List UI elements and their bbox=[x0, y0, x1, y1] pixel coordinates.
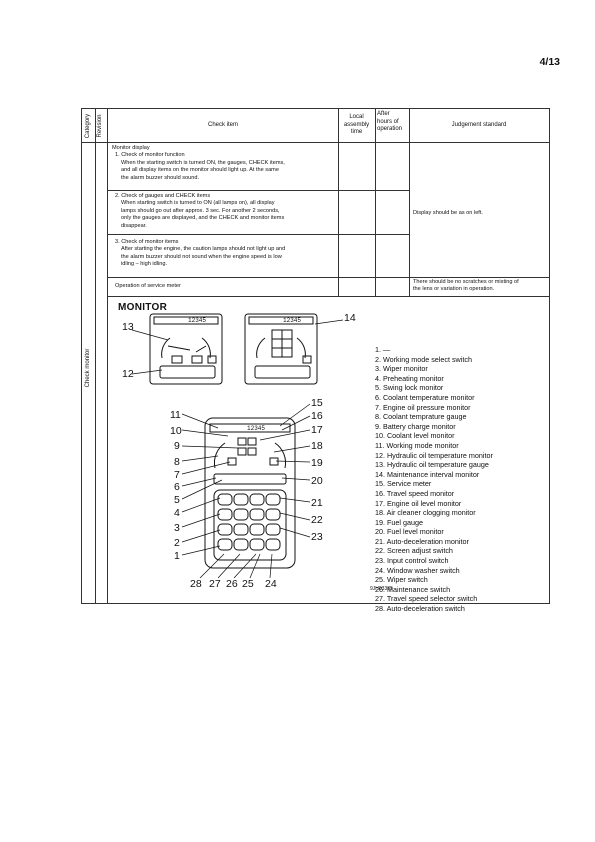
header-bottom-line bbox=[82, 142, 549, 143]
legend-item: 21. Auto-deceleration monitor bbox=[375, 536, 469, 546]
figure-code: 9JH03385 bbox=[370, 586, 393, 592]
judgement-4: There should be no scratches or misting … bbox=[413, 279, 519, 292]
col-divider-assembly bbox=[375, 109, 376, 296]
callout-7: 7 bbox=[174, 469, 180, 481]
legend-item: 4. Preheating monitor bbox=[375, 373, 444, 383]
legend-item: 5. Swing lock monitor bbox=[375, 383, 444, 393]
callout-19: 19 bbox=[311, 457, 323, 469]
monitor-diagram: 12345 12345 12345 bbox=[131, 313, 344, 579]
legend-item: 9. Battery charge monitor bbox=[375, 421, 456, 431]
callout-24: 24 bbox=[265, 578, 277, 590]
leader-lines bbox=[131, 319, 344, 579]
callout-11: 11 bbox=[170, 409, 181, 421]
legend-item: 10. Coolant level monitor bbox=[375, 431, 455, 441]
check-row-2: 2. Check of gauges and CHECK items When … bbox=[115, 193, 285, 229]
legend-item: 27. Travel speed selector switch bbox=[375, 594, 478, 604]
callout-14: 14 bbox=[344, 312, 356, 324]
row-line-2 bbox=[107, 234, 409, 235]
callout-27: 27 bbox=[209, 578, 221, 590]
figure-title: MONITOR bbox=[118, 302, 168, 313]
legend-item: 1. — bbox=[375, 345, 391, 354]
check-row-4: Operation of service meter bbox=[115, 283, 181, 289]
monitor-panel-right bbox=[244, 313, 318, 385]
display-digits-right: 12345 bbox=[283, 317, 301, 324]
legend-item: 17. Engine oil level monitor bbox=[375, 498, 462, 508]
check-row-3: 3. Check of monitor items After starting… bbox=[115, 239, 286, 268]
header-local-assembly: Local assembly time bbox=[343, 114, 370, 135]
callout-25: 25 bbox=[242, 578, 254, 590]
header-judgement: Judgement standard bbox=[451, 122, 507, 128]
legend-item: 12. Hydraulic oil temperature monitor bbox=[375, 450, 493, 460]
legend-item: 23. Input control switch bbox=[375, 556, 449, 566]
col-divider-checkitem bbox=[338, 109, 339, 296]
callout-18: 18 bbox=[311, 440, 323, 452]
legend-item: 20. Fuel level monitor bbox=[375, 527, 444, 537]
legend-item: 15. Service meter bbox=[375, 479, 432, 489]
legend-item: 3. Wiper monitor bbox=[375, 364, 428, 374]
page-number: 4/13 bbox=[539, 56, 560, 68]
header-revision: Revision bbox=[97, 114, 103, 138]
legend-list: 1. — 2. Working mode select switch 3. Wi… bbox=[375, 345, 493, 614]
legend-item: 18. Air cleaner clogging monitor bbox=[375, 508, 476, 518]
judgement-1-3: Display should be as on left. bbox=[413, 210, 483, 216]
legend-item: 28. Auto-deceleration switch bbox=[375, 604, 465, 614]
legend-item: 14. Maintenance interval monitor bbox=[375, 469, 480, 479]
category-check-monitor: Check monitor bbox=[85, 348, 91, 388]
legend-item: 25. Wiper switch bbox=[375, 575, 428, 585]
legend-item: 19. Fuel gauge bbox=[375, 517, 423, 527]
legend-item: 6. Coolant temperature monitor bbox=[375, 392, 475, 402]
callout-3: 3 bbox=[174, 522, 180, 534]
callout-21: 21 bbox=[311, 497, 323, 509]
row-line-1 bbox=[107, 190, 409, 191]
legend-item: 8. Coolant temprature gauge bbox=[375, 412, 467, 422]
legend-item: 7. Engine oil pressure monitor bbox=[375, 402, 471, 412]
callout-1: 1 bbox=[174, 550, 180, 562]
header-category: Category bbox=[85, 113, 91, 139]
callout-6: 6 bbox=[174, 481, 180, 493]
callout-15: 15 bbox=[311, 397, 323, 409]
legend-item: 16. Travel speed monitor bbox=[375, 488, 455, 498]
header-check-item: Check item bbox=[207, 122, 238, 128]
col-divider-category bbox=[95, 109, 96, 603]
callout-9: 9 bbox=[174, 440, 180, 452]
col-divider-hours bbox=[409, 109, 410, 296]
callout-23: 23 bbox=[311, 531, 323, 543]
legend-item: 13. Hydraulic oil temperature gauge bbox=[375, 460, 489, 470]
legend-item: 11. Working mode monitor bbox=[375, 440, 459, 450]
monitor-panel-left bbox=[149, 313, 223, 385]
callout-16: 16 bbox=[311, 410, 323, 422]
callout-20: 20 bbox=[311, 475, 323, 487]
callout-17: 17 bbox=[311, 424, 323, 436]
display-digits-left: 12345 bbox=[188, 317, 206, 324]
check-row-1: Monitor display 1. Check of monitor func… bbox=[112, 145, 285, 181]
callout-4: 4 bbox=[174, 507, 180, 519]
callout-26: 26 bbox=[226, 578, 238, 590]
callout-5: 5 bbox=[174, 494, 180, 506]
header-after-hours: After hours of operation bbox=[377, 111, 403, 132]
display-digits-main: 12345 bbox=[247, 425, 265, 432]
legend-item: 24. Window washer switch bbox=[375, 565, 460, 575]
monitor-panel-main bbox=[204, 417, 296, 569]
legend-item: 26. Maintenance switch bbox=[375, 584, 451, 594]
callout-13: 13 bbox=[122, 321, 134, 333]
callout-8: 8 bbox=[174, 456, 180, 468]
row-line-3 bbox=[107, 277, 549, 278]
callout-2: 2 bbox=[174, 537, 180, 549]
callout-28: 28 bbox=[190, 578, 202, 590]
legend-item: 22. Screen adjust switch bbox=[375, 546, 453, 556]
col-divider-revision bbox=[107, 109, 108, 603]
callout-12: 12 bbox=[122, 368, 134, 380]
legend-item: 2. Working mode select switch bbox=[375, 354, 472, 364]
callout-22: 22 bbox=[311, 514, 323, 526]
callout-10: 10 bbox=[170, 425, 182, 437]
row-line-4 bbox=[107, 296, 549, 297]
check-table: Category Revision Check item Local assem… bbox=[81, 108, 550, 604]
